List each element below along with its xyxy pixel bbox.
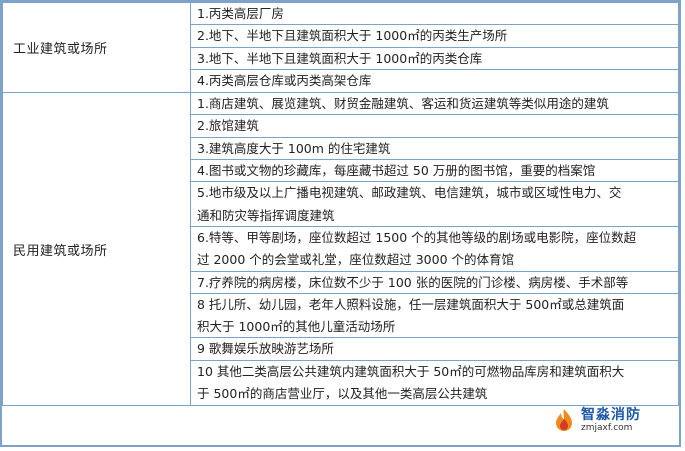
brand-logo-icon — [551, 407, 577, 433]
list-item: 9 歌舞娱乐放映游艺场所 — [191, 338, 678, 361]
list-item: 4.图书或文物的珍藏库，每座藏书超过 50 万册的图书馆，重要的档案馆 — [191, 160, 678, 183]
list-item: 7.疗养院的病房楼，床位数不少于 100 张的医院的门诊楼、病房楼、手术部等 — [191, 272, 678, 294]
list-item: 2.地下、半地下且建筑面积大于 1000㎡的丙类生产场所 — [191, 25, 678, 48]
items-cell-industrial: 1.丙类高层厂房 2.地下、半地下且建筑面积大于 1000㎡的丙类生产场所 3.… — [190, 1, 679, 94]
table-row-civil: 民用建筑或场所 1.商店建筑、展览建筑、财贸金融建筑、客运和货运建筑等类似用途的… — [2, 92, 679, 407]
list-item: 4.丙类高层仓库或丙类高架仓库 — [197, 72, 372, 88]
table-row-industrial: 工业建筑或场所 1.丙类高层厂房 2.地下、半地下且建筑面积大于 1000㎡的丙… — [2, 1, 679, 94]
list-item: 10 其他二类高层公共建筑内建筑面积大于 50㎡的可燃物品库房和建筑面积大 — [197, 363, 625, 379]
fire-alarm-scope-table: 工业建筑或场所 1.丙类高层厂房 2.地下、半地下且建筑面积大于 1000㎡的丙… — [2, 1, 679, 407]
watermark-text: 智淼消防 zmjaxf.com — [581, 408, 641, 433]
watermark-url: zmjaxf.com — [581, 422, 633, 433]
list-item: 通和防灾等指挥调度建筑 — [191, 205, 678, 227]
watermark: 智淼消防 zmjaxf.com — [551, 407, 641, 433]
list-item: 8 托儿所、幼儿园，老年人照料设施，任一层建筑面积大于 500㎡或总建筑面 — [197, 296, 625, 312]
list-item: 5.地市级及以上广播电视建筑、邮政建筑、电信建筑，城市或区域性电力、交 — [197, 185, 622, 201]
list-item: 3.地下、半地下且建筑面积大于 1000㎡的丙类仓库 — [191, 48, 678, 70]
list-item: 1.丙类高层厂房 — [191, 3, 678, 26]
items-cell-civil: 1.商店建筑、展览建筑、财贸金融建筑、客运和货运建筑等类似用途的建筑 2.旅馆建… — [190, 92, 679, 407]
list-item: 过 2000 个的会堂或礼堂，座位数超过 3000 个的体育馆 — [191, 249, 678, 272]
list-item: 于 500㎡的商店营业厅，以及其他一类高层公共建筑 — [197, 386, 488, 402]
category-cell-civil: 民用建筑或场所 — [2, 92, 191, 407]
list-item: 3.建筑高度大于 100m 的住宅建筑 — [191, 138, 678, 161]
category-cell-industrial: 工业建筑或场所 — [2, 1, 191, 94]
list-item: 2.旅馆建筑 — [191, 115, 678, 138]
list-item: 积大于 1000㎡的其他儿童活动场所 — [191, 316, 678, 339]
watermark-name: 智淼消防 — [581, 406, 641, 423]
list-item: 1.商店建筑、展览建筑、财贸金融建筑、客运和货运建筑等类似用途的建筑 — [191, 93, 678, 116]
list-item: 6.特等、甲等剧场，座位数超过 1500 个的其他等级的剧场或电影院，座位数超 — [197, 229, 637, 245]
